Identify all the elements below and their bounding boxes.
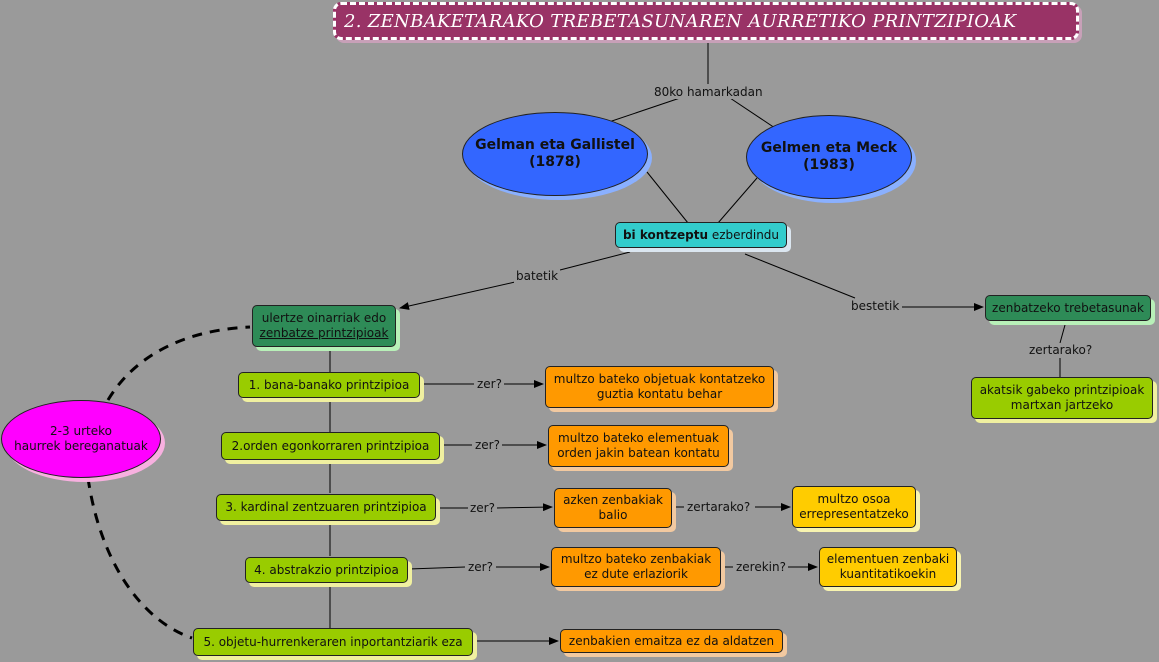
result-2[interactable]: multzo bateko elementuak orden jakin bat… xyxy=(548,425,729,467)
result-4b-line2: kuantitatikoekin xyxy=(839,567,937,581)
node-bi-kontzeptu-rest: ezberdindu xyxy=(708,227,780,242)
result-3-line2: balio xyxy=(598,508,628,522)
result-5[interactable]: zenbakien emaitza ez da aldatzen xyxy=(560,629,783,653)
link-label-zer-3: zer? xyxy=(468,501,497,515)
result-3b[interactable]: multzo osoa errepresentatzeko xyxy=(792,486,916,528)
result-3[interactable]: azken zenbakiak balio xyxy=(554,488,672,528)
result-1-line1: multzo bateko objetuak kontatzeko xyxy=(553,372,766,386)
link-label-zer-1: zer? xyxy=(475,377,504,391)
node-gelman-gallistel-name: Gelman eta Gallistel xyxy=(475,137,635,153)
result-1-line2: guztia kontatu behar xyxy=(596,387,723,401)
map-title: 2. ZENBAKETARAKO TREBETASUNAREN AURRETIK… xyxy=(333,2,1079,40)
result-3b-line1: multzo osoa xyxy=(817,492,891,506)
result-3b-line2: errepresentatzeko xyxy=(799,507,909,521)
result-4-line2: ez dute erlaziorik xyxy=(584,567,688,581)
principle-4[interactable]: 4. abstrakzio printzipioa xyxy=(245,557,408,583)
node-urteko-line2: haurrek bereganatuak xyxy=(14,439,148,453)
link-label-80ko: 80ko hamarkadan xyxy=(652,85,765,99)
node-ulertze[interactable]: ulertze oinarriak edo zenbatze printzipi… xyxy=(252,305,396,347)
node-akatsik-line2: martxan jartzeko xyxy=(1010,398,1114,412)
result-2-line1: multzo bateko elementuak xyxy=(558,431,719,445)
node-akatsik-line1: akatsik gabeko printzipioak xyxy=(979,383,1145,397)
result-4-line1: multzo bateko zenbakiak xyxy=(560,552,712,566)
node-2-3-urteko[interactable]: 2-3 urteko haurrek bereganatuak xyxy=(1,400,161,478)
node-bi-kontzeptu-bold: bi kontzeptu xyxy=(622,227,709,242)
node-gelmen-meck-year: (1983) xyxy=(803,157,855,173)
result-2-line2: orden jakin batean kontatu xyxy=(557,446,720,460)
link-label-zer-2: zer? xyxy=(473,438,502,452)
result-1[interactable]: multzo bateko objetuak kontatzeko guztia… xyxy=(545,366,774,408)
result-4b-line1: elementuen zenbaki xyxy=(826,552,950,566)
link-label-bestetik: bestetik xyxy=(849,299,902,313)
node-ulertze-line1: ulertze oinarriak edo xyxy=(261,311,387,325)
node-gelmen-meck[interactable]: Gelmen eta Meck (1983) xyxy=(746,115,912,199)
link-label-batetik: batetik xyxy=(514,269,561,283)
node-bi-kontzeptu[interactable]: bi kontzeptu ezberdindu xyxy=(615,222,787,248)
node-ulertze-line2: zenbatze printzipioak xyxy=(259,326,389,340)
principle-2[interactable]: 2.orden egonkorraren printzipioa xyxy=(221,432,440,460)
node-urteko-line1: 2-3 urteko xyxy=(50,424,112,438)
node-gelmen-meck-name: Gelmen eta Meck xyxy=(760,140,898,156)
node-gelman-gallistel[interactable]: Gelman eta Gallistel (1878) xyxy=(462,112,648,196)
link-label-zertarako-right: zertarako? xyxy=(1027,343,1095,357)
result-4b[interactable]: elementuen zenbaki kuantitatikoekin xyxy=(819,547,957,587)
node-zenbatzeko[interactable]: zenbatzeko trebetasunak xyxy=(985,295,1151,321)
result-3-line1: azken zenbakiak xyxy=(563,493,663,507)
node-akatsik[interactable]: akatsik gabeko printzipioak martxan jart… xyxy=(971,377,1153,419)
link-label-zertarako-3: zertarako? xyxy=(685,500,753,514)
node-gelman-gallistel-year: (1878) xyxy=(529,154,581,170)
principle-5[interactable]: 5. objetu-hurrenkeraren inportantziarik … xyxy=(193,628,473,656)
principle-3[interactable]: 3. kardinal zentzuaren printzipioa xyxy=(216,494,436,521)
link-label-zerekin-4: zerekin? xyxy=(734,560,788,574)
principle-1[interactable]: 1. bana-banako printzipioa xyxy=(238,372,420,398)
link-label-zer-4: zer? xyxy=(466,560,495,574)
result-4[interactable]: multzo bateko zenbakiak ez dute erlazior… xyxy=(551,547,721,587)
